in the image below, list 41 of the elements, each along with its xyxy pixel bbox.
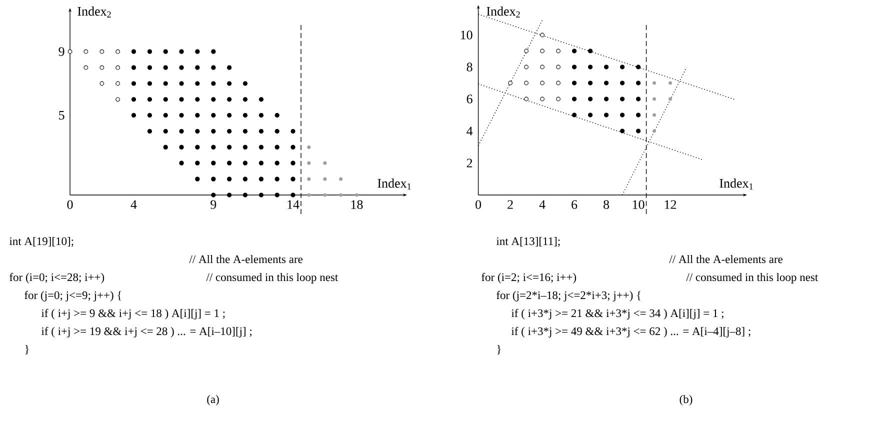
code-line: if ( i+3*j >= 49 && i+3*j <= 62 ) ... = A[i–4][j–8] ; [511,326,750,338]
code-line: if ( i+3*j >= 21 && i+3*j <= 34 ) A[i][j] = 1 ; [511,308,724,320]
tick-label: 12 [664,200,676,209]
tick-label: 10 [460,30,472,40]
code-line: } [497,345,501,355]
tick-label: 9 [210,200,216,209]
axis-label: Index$_{1}$ [378,178,411,190]
tick-label: 2 [466,158,472,168]
tick-label: 4 [539,200,546,209]
code-line: for (j=2*i–18; j<=2*i+3; j++) { [496,290,641,302]
subfigure-label: (b) [680,395,692,406]
tick-label: 8 [604,200,610,209]
tick-label: 9 [58,47,64,56]
axis-label: Index$_{2}$ [486,6,520,18]
axis-label: Index$_{1}$ [720,178,753,190]
tick-label: 6 [572,200,578,209]
code-comment: // All the A-elements are [189,255,302,264]
tick-label: 14 [288,200,300,209]
code-line: int A[19][10]; [9,237,74,247]
tick-label: 18 [351,200,363,209]
code-line: } [25,345,29,355]
axis-label: Index$_{2}$ [78,6,111,18]
tick-label: 0 [476,200,482,209]
tick-label: 0 [67,200,73,209]
code-line: for (i=2; i<=16; i++) [482,272,576,284]
tick-label: 4 [130,200,137,209]
code-line: if ( i+j >= 19 && i+j <= 28 ) ... = A[i–10][j] ; [41,326,252,338]
tick-label: 6 [466,94,472,104]
tick-label: 10 [632,200,644,209]
code-comment: // consumed in this loop nest [686,273,818,284]
code-line: for (i=0; i<=28; i++) [10,272,104,284]
code-comment: // All the A-elements are [669,255,782,264]
tick-label: 8 [466,62,472,72]
code-line: if ( i+j >= 9 && i+j <= 18 ) A[i][j] = 1 ; [41,308,225,320]
code-line: for (j=0; j<=9; j++) { [24,290,122,302]
code-line: int A[13][11]; [496,237,560,247]
code-comment: // consumed in this loop nest [206,273,338,284]
tick-label: 2 [508,200,513,209]
subfigure-label: (a) [207,395,219,406]
tick-label: 4 [466,126,473,136]
tick-label: 5 [59,110,64,120]
